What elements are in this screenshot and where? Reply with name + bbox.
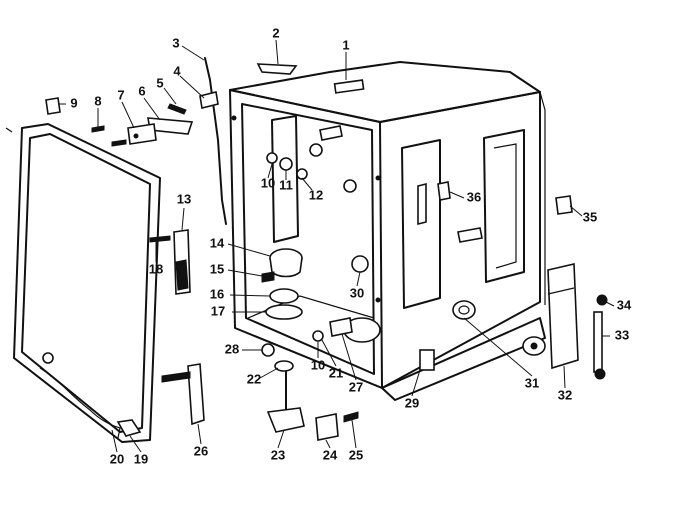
callout-9: 9 bbox=[70, 95, 77, 110]
callout-6: 6 bbox=[138, 83, 145, 98]
callout-22: 22 bbox=[247, 371, 261, 386]
callout-4: 4 bbox=[173, 63, 181, 78]
door-gasket bbox=[5, 123, 161, 443]
callout-2: 2 bbox=[272, 25, 279, 40]
callout-3: 3 bbox=[172, 35, 179, 50]
callout-16: 16 bbox=[210, 286, 224, 301]
callout-10: 10 bbox=[261, 175, 275, 190]
callout-1: 1 bbox=[342, 37, 349, 52]
callout-18: 18 bbox=[149, 261, 163, 276]
callout-26: 26 bbox=[194, 443, 208, 458]
callout-19: 19 bbox=[134, 451, 148, 466]
callout-10b: 10 bbox=[311, 357, 325, 372]
callout-31: 31 bbox=[525, 375, 539, 390]
callout-35: 35 bbox=[583, 209, 597, 224]
callout-15: 15 bbox=[210, 261, 224, 276]
callout-7: 7 bbox=[117, 87, 124, 102]
callout-8: 8 bbox=[94, 93, 101, 108]
callout-labels: 1 2 3 4 5 6 7 8 9 10 11 12 13 14 15 16 1… bbox=[70, 25, 632, 466]
callout-34: 34 bbox=[617, 297, 632, 312]
small-parts bbox=[45, 57, 608, 441]
callout-17: 17 bbox=[211, 303, 225, 318]
callout-27: 27 bbox=[349, 379, 363, 394]
callout-21: 21 bbox=[329, 365, 343, 380]
callout-11: 11 bbox=[279, 177, 293, 192]
callout-5: 5 bbox=[156, 75, 163, 90]
callout-28: 28 bbox=[225, 341, 239, 356]
callout-25: 25 bbox=[349, 447, 363, 462]
callout-29: 29 bbox=[405, 395, 419, 410]
callout-12: 12 bbox=[309, 187, 323, 202]
callout-23: 23 bbox=[271, 447, 285, 462]
callout-32: 32 bbox=[558, 387, 572, 402]
callout-36: 36 bbox=[467, 189, 481, 204]
leader-lines bbox=[58, 39, 615, 453]
callout-30: 30 bbox=[350, 285, 364, 300]
callout-24: 24 bbox=[323, 447, 338, 462]
callout-20: 20 bbox=[110, 451, 124, 466]
callout-14: 14 bbox=[210, 235, 225, 250]
callout-13: 13 bbox=[177, 191, 191, 206]
callout-33: 33 bbox=[615, 327, 629, 342]
tub-cabinet bbox=[229, 61, 546, 401]
